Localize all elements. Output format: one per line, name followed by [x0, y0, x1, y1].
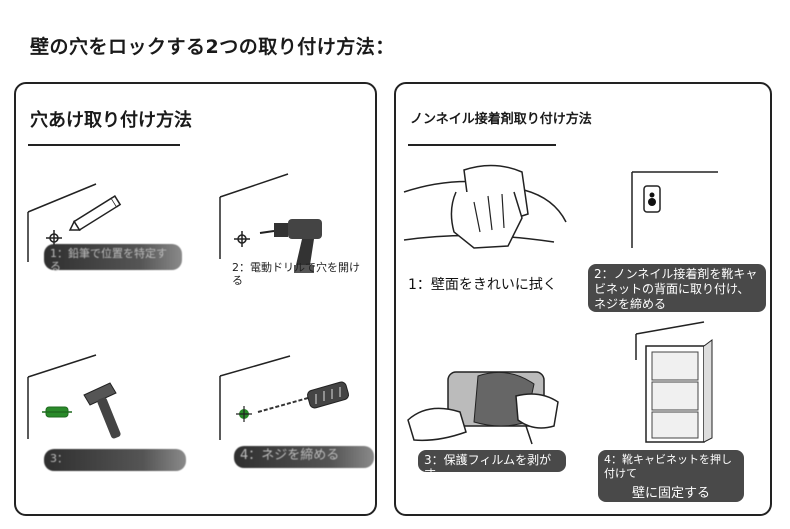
drilling-step-4: 4：ネジを締める	[216, 354, 374, 474]
step-4-caption-line-1: 4：靴キャビネットを押し付けて	[604, 453, 732, 480]
adhesive-plate-icon	[643, 185, 661, 213]
screwdriver-icon	[257, 381, 350, 413]
adhesive-step-4: 4：靴キャビネットを押し付けて 壁に固定する	[596, 320, 766, 506]
page-title: 壁の穴をロックする2つの取り付け方法：	[30, 36, 395, 58]
step-1-caption: 1：鉛筆で位置を特定する	[44, 244, 182, 273]
wiping-wall-illustration	[403, 164, 567, 249]
hand-icon	[407, 393, 559, 445]
step-2-caption: 2：ノンネイル接着剤を靴キャビネットの背面に取り付け、ネジを締める	[588, 264, 766, 312]
drilling-method-panel: 穴あけ取り付け方法 1：鉛筆で位置を特定する	[14, 82, 377, 516]
hand-icon	[450, 191, 523, 249]
drill-icon	[259, 219, 322, 273]
crosshair-icon	[234, 231, 250, 247]
shoe-cabinet-icon	[645, 339, 713, 443]
adhesive-step-2: 2：ノンネイル接着剤を靴キャビネットの背面に取り付け、ネジを締める	[588, 168, 768, 318]
step-3-caption: 3：保護フィルムを剥がす	[418, 450, 566, 481]
adhesive-method-title: ノンネイル接着剤取り付け方法	[410, 112, 592, 127]
drilling-step-2: 2：電動ドリルで穴を開ける	[216, 169, 366, 294]
adhesive-step-1: 1：壁面をきれいに拭く	[403, 162, 584, 293]
hammer-icon	[83, 382, 121, 439]
shoe-cabinet-illustration	[635, 321, 713, 443]
pencil-icon	[68, 195, 122, 232]
step-4-caption: 4：ネジを締める	[234, 446, 374, 468]
step-4-caption-line-2: 壁に固定する	[631, 486, 710, 501]
screwdriver-illustration	[219, 355, 350, 440]
title-underline	[28, 144, 180, 146]
drilling-step-3: 3：	[26, 354, 186, 474]
power-drill-illustration	[219, 173, 322, 273]
hammer-anchor-illustration	[27, 354, 121, 439]
peel-film-illustration	[407, 371, 559, 445]
step-1-caption: 1：壁面をきれいに拭く	[408, 277, 557, 293]
adhesive-hook-illustration	[631, 171, 718, 248]
wall-anchor-icon	[42, 406, 72, 418]
anchor-screw-icon	[236, 406, 252, 422]
crosshair-icon	[46, 230, 62, 246]
drilling-method-title: 穴あけ取り付け方法	[30, 110, 192, 131]
step-4-caption: 4：靴キャビネットを押し付けて 壁に固定する	[598, 450, 744, 502]
drilling-step-1: 1：鉛筆で位置を特定する	[26, 182, 186, 292]
adhesive-method-panel: ノンネイル接着剤取り付け方法 1：壁面をきれいに拭く 2	[394, 82, 772, 516]
step-3-caption: 3：	[44, 449, 186, 471]
pencil-marking-illustration	[27, 183, 122, 262]
step-2-caption: 2：電動ドリルで穴を開ける	[232, 261, 360, 287]
adhesive-step-3: 3：保護フィルムを剥がす	[407, 362, 588, 482]
title-underline	[408, 144, 556, 146]
